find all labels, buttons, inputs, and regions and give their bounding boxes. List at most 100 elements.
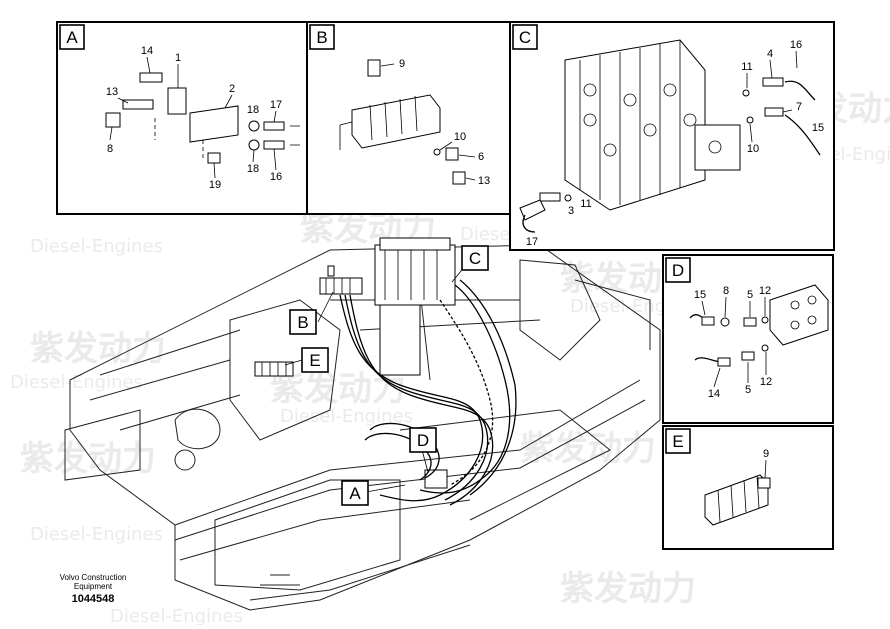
callout-16: 16 [790, 39, 802, 51]
main-tag-c[interactable]: C [461, 245, 489, 271]
seal-ring [761, 344, 769, 352]
mounting-bracket [189, 105, 239, 143]
callout-11: 11 [741, 61, 752, 73]
hose-routing [339, 279, 517, 506]
callout-4: 4 [767, 48, 773, 60]
watermark-sub: Diesel-Engines [10, 372, 143, 393]
seal-ring [564, 194, 572, 202]
frame-ribs [89, 329, 241, 431]
callout-1: 1 [175, 52, 181, 64]
watermark-brand: 紫发动力 [20, 439, 156, 479]
callout-9: 9 [763, 448, 769, 460]
seal-ring [720, 317, 730, 327]
bolt [207, 152, 221, 164]
hose-fitting [717, 357, 731, 367]
main-tag-e-label: E [309, 351, 320, 370]
seal-ring [742, 89, 750, 97]
hose-fitting [762, 77, 784, 87]
callout-18-top: 18 [247, 104, 259, 116]
callout-3: 3 [568, 205, 574, 217]
distribution-block [351, 94, 441, 149]
connector-block-main [254, 361, 294, 377]
callout-8: 8 [107, 143, 113, 155]
leader-b [317, 291, 334, 323]
plug [367, 59, 381, 77]
callout-13: 13 [478, 175, 490, 187]
panel-d-label: D [672, 261, 684, 280]
tee-fitting [167, 87, 187, 115]
hose-fitting [122, 99, 154, 110]
callout-2: 2 [229, 83, 235, 95]
detail-panel-d: D 15 8 5 12 14 5 12 [662, 254, 834, 424]
control-valve-detail [564, 39, 741, 211]
detail-panel-c: C 16 4 11 7 15 10 [509, 21, 835, 251]
detail-panel-e: E 9 [662, 425, 834, 550]
main-tag-a[interactable]: A [341, 480, 369, 506]
main-tag-b[interactable]: B [289, 309, 317, 335]
callout-11: 11 [580, 198, 591, 210]
elbow-fitting [519, 199, 546, 221]
seal-ring [248, 139, 260, 151]
watermark-sub: Diesel-Engines [30, 524, 163, 545]
hose-fitting [139, 72, 163, 83]
watermark-brand: 紫发动力 [520, 429, 656, 469]
seal-ring [248, 120, 260, 132]
distribution-block-main [319, 265, 363, 295]
callout-17: 17 [526, 236, 538, 248]
hose-fitting [539, 192, 561, 202]
leader-e [284, 359, 303, 366]
callout-17: 17 [270, 99, 282, 111]
hose-15 [784, 114, 821, 156]
main-tag-c-label: C [469, 249, 481, 268]
frame-outline [69, 244, 661, 611]
frame-end [64, 409, 141, 481]
company-name-line2: Equipment [74, 582, 113, 591]
watermark-sub: Diesel-Engines [280, 406, 413, 427]
callout-5: 5 [747, 289, 753, 301]
panel-b-label: B [316, 28, 327, 47]
callout-7: 7 [796, 101, 802, 113]
callout-13: 13 [106, 86, 118, 98]
callout-16: 16 [270, 171, 282, 183]
hose-fitting [263, 121, 285, 131]
hose-16 [784, 80, 816, 101]
panel-e-label: E [672, 432, 683, 451]
elbow-fitting [105, 112, 121, 128]
adapter [741, 351, 755, 361]
frame-rail [179, 499, 471, 561]
callout-8: 8 [723, 285, 729, 297]
callout-15: 15 [812, 122, 824, 134]
main-tag-e[interactable]: E [301, 347, 329, 373]
callout-14: 14 [708, 388, 720, 400]
callout-18-bottom: 18 [247, 163, 259, 175]
hose-fitting [452, 171, 466, 185]
main-tag-d[interactable]: D [409, 427, 437, 453]
callout-9: 9 [399, 58, 405, 70]
frame-side [574, 279, 651, 350]
frame-slot [260, 574, 300, 586]
frame-bracket [519, 259, 601, 361]
frame-bottom [249, 544, 471, 601]
callout-14: 14 [141, 45, 153, 57]
seal-ring [761, 316, 769, 324]
footer: Volvo Construction Equipment 1044548 [60, 573, 127, 605]
port-block [769, 284, 829, 346]
panel-c-label: C [519, 28, 531, 47]
main-assembly: B C E D A [64, 237, 661, 611]
watermark-sub: Diesel-Engines [30, 236, 163, 257]
callout-6: 6 [478, 151, 484, 163]
watermark-brand: 紫发动力 [30, 329, 166, 369]
main-tag-d-label: D [417, 431, 429, 450]
plug [757, 477, 771, 489]
callout-12: 12 [760, 376, 772, 388]
detail-panel-b: B 9 10 6 13 [306, 21, 511, 215]
frame-pin [174, 449, 196, 471]
elbow-fitting [445, 147, 459, 161]
watermark-sub: Diesel-Engines [110, 606, 243, 627]
seal-ring [746, 116, 754, 124]
control-valve-main [374, 237, 456, 376]
detail-panel-a: A 14 1 13 2 18 17 8 18 16 19 [56, 21, 308, 215]
callout-12: 12 [759, 285, 771, 297]
seal-ring [433, 148, 441, 156]
